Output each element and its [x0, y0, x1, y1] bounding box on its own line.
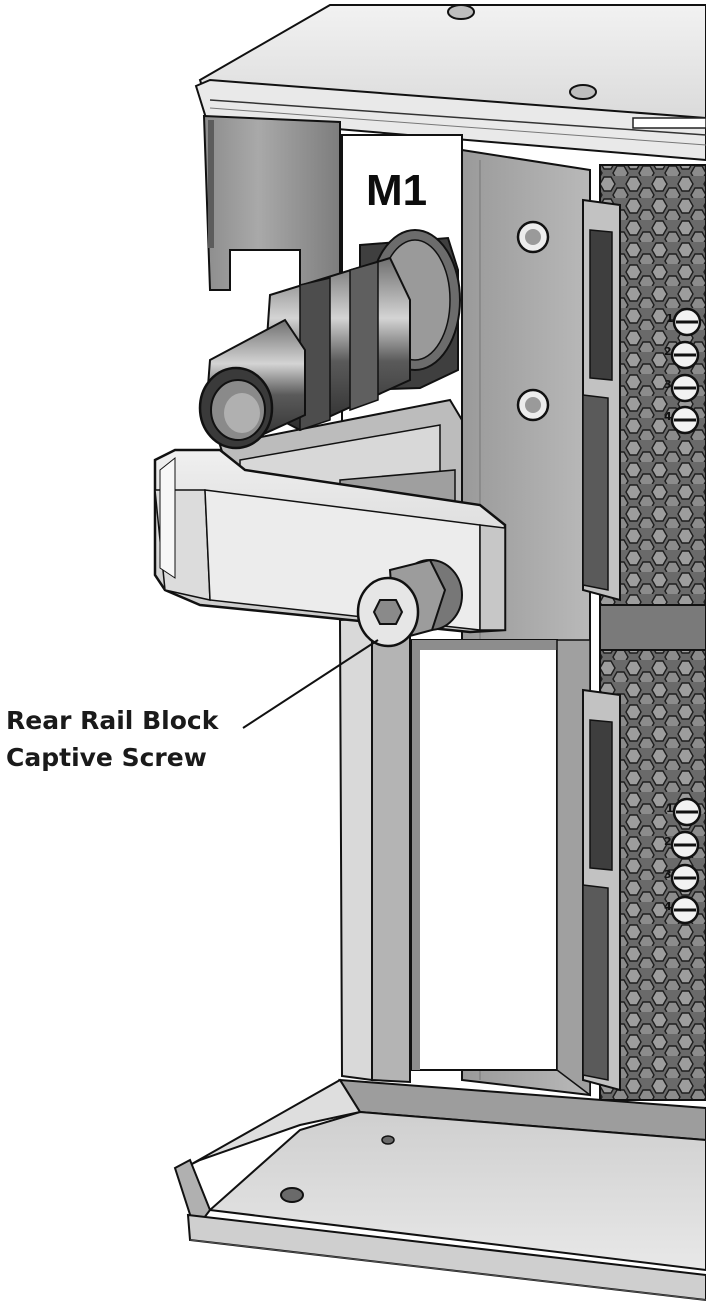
callout: Rear Rail Block Captive Screw — [6, 639, 379, 772]
led-number: 1 — [666, 312, 674, 325]
captive-screw — [356, 558, 463, 648]
callout-line-2: Captive Screw — [6, 743, 207, 772]
led-number: 4 — [664, 900, 672, 913]
callout-line-1: Rear Rail Block — [6, 706, 220, 735]
status-leds-lower: 1 2 3 4 — [664, 797, 702, 925]
top-plate-hole-1 — [447, 4, 475, 20]
tray-hole-1 — [280, 1187, 304, 1203]
led-number: 2 — [664, 345, 672, 358]
led-number: 3 — [664, 868, 672, 881]
top-plate-hole-2 — [569, 84, 597, 100]
callout-leader-line — [242, 639, 379, 729]
status-leds-upper: 1 2 3 4 — [664, 307, 702, 435]
fan-module-upper: 1 2 3 4 — [582, 164, 706, 611]
m1-connector — [198, 229, 461, 450]
left-side-wall — [202, 114, 341, 301]
led-number: 4 — [664, 410, 672, 423]
port-label-m1: M1 — [366, 166, 427, 215]
led-number: 2 — [664, 835, 672, 848]
led-number: 3 — [664, 378, 672, 391]
tray-hole-2 — [381, 1135, 395, 1145]
bottom-tray — [173, 1078, 706, 1302]
fan-module-lower: 1 2 3 4 — [582, 604, 706, 1101]
lower-left-rail — [338, 616, 591, 1097]
hex-socket-icon — [372, 599, 404, 625]
top-plate — [194, 4, 706, 162]
led-number: 1 — [666, 802, 674, 815]
rail-window — [411, 639, 558, 1071]
